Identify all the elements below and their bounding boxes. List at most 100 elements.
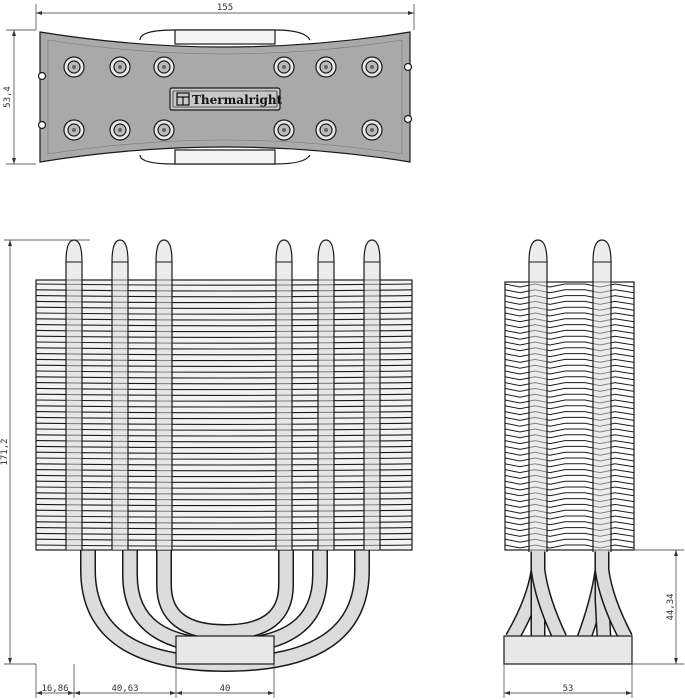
front-fin xyxy=(35,544,413,547)
heatpipe xyxy=(317,239,335,550)
side-fin xyxy=(504,329,635,334)
side-fin xyxy=(504,463,635,468)
front-fin xyxy=(35,382,413,385)
side-fin xyxy=(504,428,635,433)
front-fin xyxy=(35,515,413,518)
side-fin xyxy=(504,318,635,323)
side-fin xyxy=(504,532,635,537)
side-width-label: 53 xyxy=(563,684,574,694)
front-fin xyxy=(35,422,413,425)
base-dimensions: 16,86 40,63 40 xyxy=(35,664,275,698)
heatpipe xyxy=(275,239,293,550)
brand-logo-icon xyxy=(176,92,190,106)
side-fin xyxy=(504,289,635,294)
side-heatpipe xyxy=(528,239,548,552)
side-fin xyxy=(504,306,635,311)
front-fin xyxy=(35,318,413,321)
side-fin xyxy=(504,498,635,503)
side-vertical-pipes xyxy=(528,239,612,552)
side-clearance-label: 44,34 xyxy=(666,593,676,620)
brand-badge: Thermalright xyxy=(169,87,283,111)
front-fin xyxy=(35,451,413,454)
front-fin-stack xyxy=(35,283,413,547)
front-fin xyxy=(35,289,413,292)
heatpipe-tops xyxy=(63,56,383,141)
front-fin xyxy=(35,324,413,327)
front-fin xyxy=(35,347,413,350)
base-block xyxy=(175,635,275,665)
front-fin xyxy=(35,538,413,541)
side-fin xyxy=(504,521,635,526)
side-fin xyxy=(504,358,635,363)
side-fin-stack xyxy=(504,281,635,551)
front-fin xyxy=(35,364,413,367)
side-fin xyxy=(504,422,635,427)
front-fin xyxy=(35,509,413,512)
front-fin xyxy=(35,498,413,501)
side-view: 44,34 53 xyxy=(503,239,684,698)
front-fin xyxy=(35,445,413,449)
heatpipe xyxy=(65,239,83,550)
front-fin xyxy=(35,492,413,495)
side-fin xyxy=(504,376,635,381)
front-fin xyxy=(35,300,413,304)
top-height-dimension: 53,4 xyxy=(3,29,36,165)
front-fin xyxy=(35,411,413,414)
side-fin-outline xyxy=(504,281,635,551)
top-width-dimension: 155 xyxy=(35,3,415,30)
front-fin xyxy=(35,329,413,333)
front-view: 171,2 16,86 40,63 xyxy=(0,239,413,698)
front-height-label: 171,2 xyxy=(0,438,10,465)
front-fin xyxy=(35,370,413,373)
front-fin xyxy=(35,376,413,379)
front-fin xyxy=(35,393,413,396)
side-fin xyxy=(504,503,635,508)
heatpipe xyxy=(111,239,129,550)
side-fin xyxy=(504,300,635,305)
side-fin xyxy=(504,353,635,358)
front-fin xyxy=(35,503,413,507)
front-fin xyxy=(35,434,413,437)
side-fin xyxy=(504,527,635,532)
front-fin xyxy=(35,283,413,286)
side-fin xyxy=(504,434,635,439)
side-fin xyxy=(504,445,635,450)
side-fin xyxy=(504,335,635,340)
front-fin xyxy=(35,416,413,420)
front-fin xyxy=(35,358,413,362)
side-fin xyxy=(504,538,635,543)
side-fin xyxy=(504,544,635,549)
front-fin xyxy=(35,486,413,489)
side-clearance-dimension: 44,34 xyxy=(632,549,684,665)
side-fin xyxy=(504,509,635,514)
front-fin xyxy=(35,469,413,472)
pipe-spacing-label: 40,63 xyxy=(111,684,138,694)
side-fin xyxy=(504,486,635,491)
side-fin xyxy=(504,382,635,387)
front-fin xyxy=(35,405,413,408)
side-fin xyxy=(504,295,635,300)
side-fin xyxy=(504,283,635,288)
front-fin xyxy=(35,474,413,478)
front-fin xyxy=(35,341,413,344)
side-fin xyxy=(504,341,635,346)
base-offset-label: 16,86 xyxy=(41,684,68,694)
front-fin xyxy=(35,335,413,338)
side-fin xyxy=(504,324,635,329)
side-fin xyxy=(504,451,635,456)
front-fin xyxy=(35,463,413,466)
heatpipe xyxy=(155,239,173,550)
front-fin xyxy=(35,532,413,536)
side-fin xyxy=(504,411,635,416)
front-fin xyxy=(35,387,413,391)
side-fin xyxy=(504,393,635,398)
front-fin xyxy=(35,312,413,315)
front-vertical-pipes xyxy=(65,239,381,550)
side-fin xyxy=(504,457,635,462)
front-fin xyxy=(35,457,413,460)
side-fin xyxy=(504,474,635,479)
side-heatpipe xyxy=(592,239,612,552)
side-fin xyxy=(504,469,635,474)
top-width-label: 155 xyxy=(217,3,233,13)
